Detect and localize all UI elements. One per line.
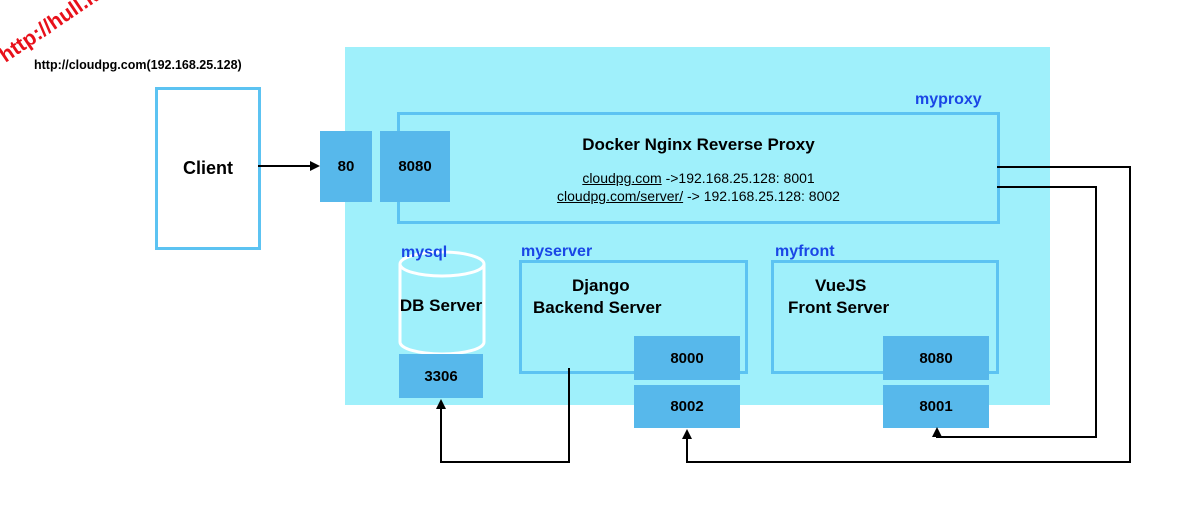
front-port-8001: 8001: [883, 385, 989, 428]
route-2-target: -> 192.168.25.128: 8002: [683, 188, 840, 204]
client-box: Client: [155, 87, 261, 250]
db-server-label: DB Server: [399, 296, 483, 315]
front-title-line1: VueJS: [815, 276, 867, 295]
route-2-host: cloudpg.com/server/: [557, 188, 684, 204]
client-url-label: http://cloudpg.com(192.168.25.128): [34, 58, 242, 72]
front-container-name: myfront: [775, 243, 835, 260]
proxy-to-front-8001-line: [932, 186, 1097, 438]
proxy-to-server-8002-line: [682, 166, 1131, 463]
route-1-host: cloudpg.com: [582, 170, 662, 186]
front-title-line2: Front Server: [788, 298, 890, 317]
proxy-route-1: cloudpg.com ->192.168.25.128: 8001: [400, 170, 997, 186]
proxy-route-2: cloudpg.com/server/ -> 192.168.25.128: 8…: [400, 188, 997, 204]
proxy-port-8080: 8080: [380, 131, 450, 202]
proxy-port-80: 80: [320, 131, 372, 202]
proxy-container-name: myproxy: [915, 91, 982, 108]
server-title-line1: Django: [572, 276, 630, 295]
db-cylinder-icon: [398, 250, 486, 356]
mysql-port-3306: 3306: [399, 354, 483, 398]
proxy-box: Docker Nginx Reverse Proxy cloudpg.com -…: [397, 112, 1000, 224]
server-to-db-line: [436, 368, 570, 463]
client-label: Client: [182, 158, 233, 178]
server-title-line2: Backend Server: [533, 298, 662, 317]
server-port-8002: 8002: [634, 385, 740, 428]
front-port-8080: 8080: [883, 336, 989, 380]
mysql-container-name: mysql: [401, 244, 448, 261]
proxy-title: Docker Nginx Reverse Proxy: [582, 135, 815, 154]
route-1-target: ->192.168.25.128: 8001: [661, 170, 815, 186]
server-container-name: myserver: [521, 243, 593, 260]
server-port-8000: 8000: [634, 336, 740, 380]
